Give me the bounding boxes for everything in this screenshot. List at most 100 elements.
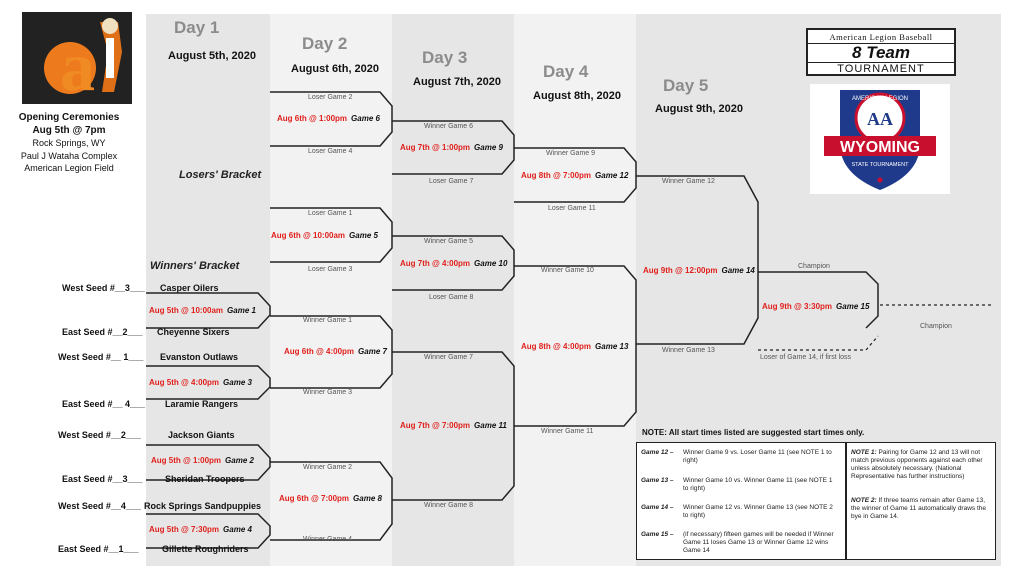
game-number: Game 9 bbox=[474, 143, 503, 152]
game-time: Aug 5th @ 7:30pm bbox=[149, 525, 220, 534]
day1-label: Day 1 bbox=[174, 18, 220, 37]
day2-label: Day 2 bbox=[302, 34, 348, 53]
game-number: Game 6 bbox=[351, 114, 380, 123]
opening-title: Opening Ceremonies bbox=[18, 112, 120, 123]
game-number: Game 8 bbox=[353, 494, 382, 503]
seed-label: West Seed #__4___ bbox=[58, 501, 141, 511]
note2-text: If three teams remain after Game 13, the… bbox=[851, 497, 987, 520]
note1-text: Pairing for Game 12 and 13 will not matc… bbox=[851, 449, 983, 480]
emblem-state: WYOMING bbox=[840, 139, 920, 156]
bracket-label: Winner Game 8 bbox=[424, 502, 474, 509]
game-number: Game 5 bbox=[349, 231, 378, 240]
note-1: NOTE 1: Pairing for Game 12 and 13 will … bbox=[851, 449, 991, 481]
bracket-label: Winner Game 1 bbox=[303, 317, 353, 324]
note-key: Game 15 – bbox=[641, 531, 674, 538]
day4-column bbox=[514, 14, 636, 566]
game-number: Game 7 bbox=[358, 347, 387, 356]
day3-label: Day 3 bbox=[422, 48, 468, 67]
bracket-label: Loser Game 4 bbox=[308, 148, 353, 155]
banner-line1: American Legion Baseball bbox=[808, 32, 954, 44]
day2-column bbox=[270, 14, 392, 566]
bracket-label: Winner Game 7 bbox=[424, 354, 474, 361]
wyoming-emblem: AMERICAN LEGION AA WYOMING STATE TOURNAM… bbox=[810, 84, 950, 194]
day4-label: Day 4 bbox=[543, 62, 589, 81]
team-name: Cheyenne Sixers bbox=[157, 327, 230, 337]
day5-date: August 9th, 2020 bbox=[655, 103, 744, 115]
note-key: Game 12 – bbox=[641, 449, 674, 456]
note-value: Winner Game 9 vs. Loser Game 11 (see NOT… bbox=[683, 449, 832, 464]
seed-label: East Seed #__3___ bbox=[62, 474, 143, 484]
game-time: Aug 9th @ 3:30pm bbox=[762, 302, 833, 311]
game-number: Game 12 bbox=[595, 171, 629, 180]
team-name: Sheridan Troopers bbox=[165, 474, 245, 484]
game-time: Aug 6th @ 10:00am bbox=[271, 231, 346, 240]
game-time: Aug 6th @ 1:00pm bbox=[277, 114, 348, 123]
emblem-sub: STATE TOURNAMENT bbox=[851, 162, 909, 168]
bracket-label: Loser Game 8 bbox=[429, 294, 474, 301]
seed-label: West Seed #__2___ bbox=[58, 430, 141, 440]
game-time: Aug 8th @ 4:00pm bbox=[521, 342, 592, 351]
bracket-label: Loser Game 1 bbox=[308, 210, 353, 217]
team-name: Evanston Outlaws bbox=[160, 352, 239, 362]
note-key: Game 14 – bbox=[641, 504, 674, 511]
losers-bracket-title: Losers' Bracket bbox=[179, 169, 262, 181]
bracket-label: Loser Game 2 bbox=[308, 94, 353, 101]
bracket-label: Loser Game 3 bbox=[308, 266, 353, 273]
game-number: Game 1 bbox=[227, 306, 256, 315]
note-2: NOTE 2: If three teams remain after Game… bbox=[851, 497, 991, 521]
note-value: (if necessary) fifteen games will be nee… bbox=[683, 531, 834, 554]
day4-date: August 8th, 2020 bbox=[533, 90, 622, 102]
notes-box: Game 12 – Winner Game 9 vs. Loser Game 11… bbox=[636, 442, 996, 560]
seed-label: East Seed #__ 4___ bbox=[62, 399, 146, 409]
bracket-label: Winner Game 10 bbox=[541, 267, 594, 274]
note-value: Winner Game 12 vs. Winner Game 13 (see N… bbox=[683, 504, 833, 519]
bracket-label: Loser Game 7 bbox=[429, 178, 474, 185]
bracket-label: Champion bbox=[920, 323, 952, 330]
team-name: Jackson Giants bbox=[168, 430, 235, 440]
banner-line2: 8 Team bbox=[852, 43, 910, 62]
note-key: Game 13 – bbox=[641, 477, 674, 484]
bracket-label: Winner Game 4 bbox=[303, 536, 353, 543]
bracket-label: Winner Game 12 bbox=[662, 178, 715, 185]
notes-title: NOTE: All start times listed are suggest… bbox=[642, 428, 865, 437]
game-number: Game 10 bbox=[474, 259, 508, 268]
team-name: Rock Springs Sandpuppies bbox=[144, 501, 262, 511]
game-number: Game 13 bbox=[595, 342, 629, 351]
game-time: Aug 5th @ 1:00pm bbox=[151, 456, 222, 465]
notes-divider bbox=[845, 443, 847, 559]
day1-date: August 5th, 2020 bbox=[168, 50, 257, 62]
game-time: Aug 6th @ 4:00pm bbox=[284, 347, 355, 356]
day2-date: August 6th, 2020 bbox=[291, 63, 380, 75]
game-time: Aug 7th @ 4:00pm bbox=[400, 259, 471, 268]
team-name: Gillette Roughriders bbox=[162, 544, 249, 554]
team-name: Casper Oilers bbox=[160, 283, 219, 293]
game-time: Aug 8th @ 7:00pm bbox=[521, 171, 592, 180]
bracket-label: Loser of Game 14, if first loss bbox=[760, 354, 852, 361]
game-number: Game 4 bbox=[223, 525, 252, 534]
game-number: Game 15 bbox=[836, 302, 870, 311]
note-value: Winner Game 10 vs. Winner Game 11 (see N… bbox=[683, 477, 833, 492]
bracket-label: Loser Game 11 bbox=[548, 205, 596, 212]
opening-field: American Legion Field bbox=[24, 163, 114, 173]
winners-bracket-title: Winners' Bracket bbox=[150, 260, 240, 272]
bracket-label: Winner Game 11 bbox=[541, 428, 594, 435]
game-time: Aug 7th @ 7:00pm bbox=[400, 421, 471, 430]
bracket-label: Champion bbox=[798, 263, 830, 270]
emblem-mono: AA bbox=[867, 109, 893, 129]
seed-label: East Seed #__1___ bbox=[58, 544, 139, 554]
seed-label: West Seed #__3___ bbox=[62, 283, 145, 293]
